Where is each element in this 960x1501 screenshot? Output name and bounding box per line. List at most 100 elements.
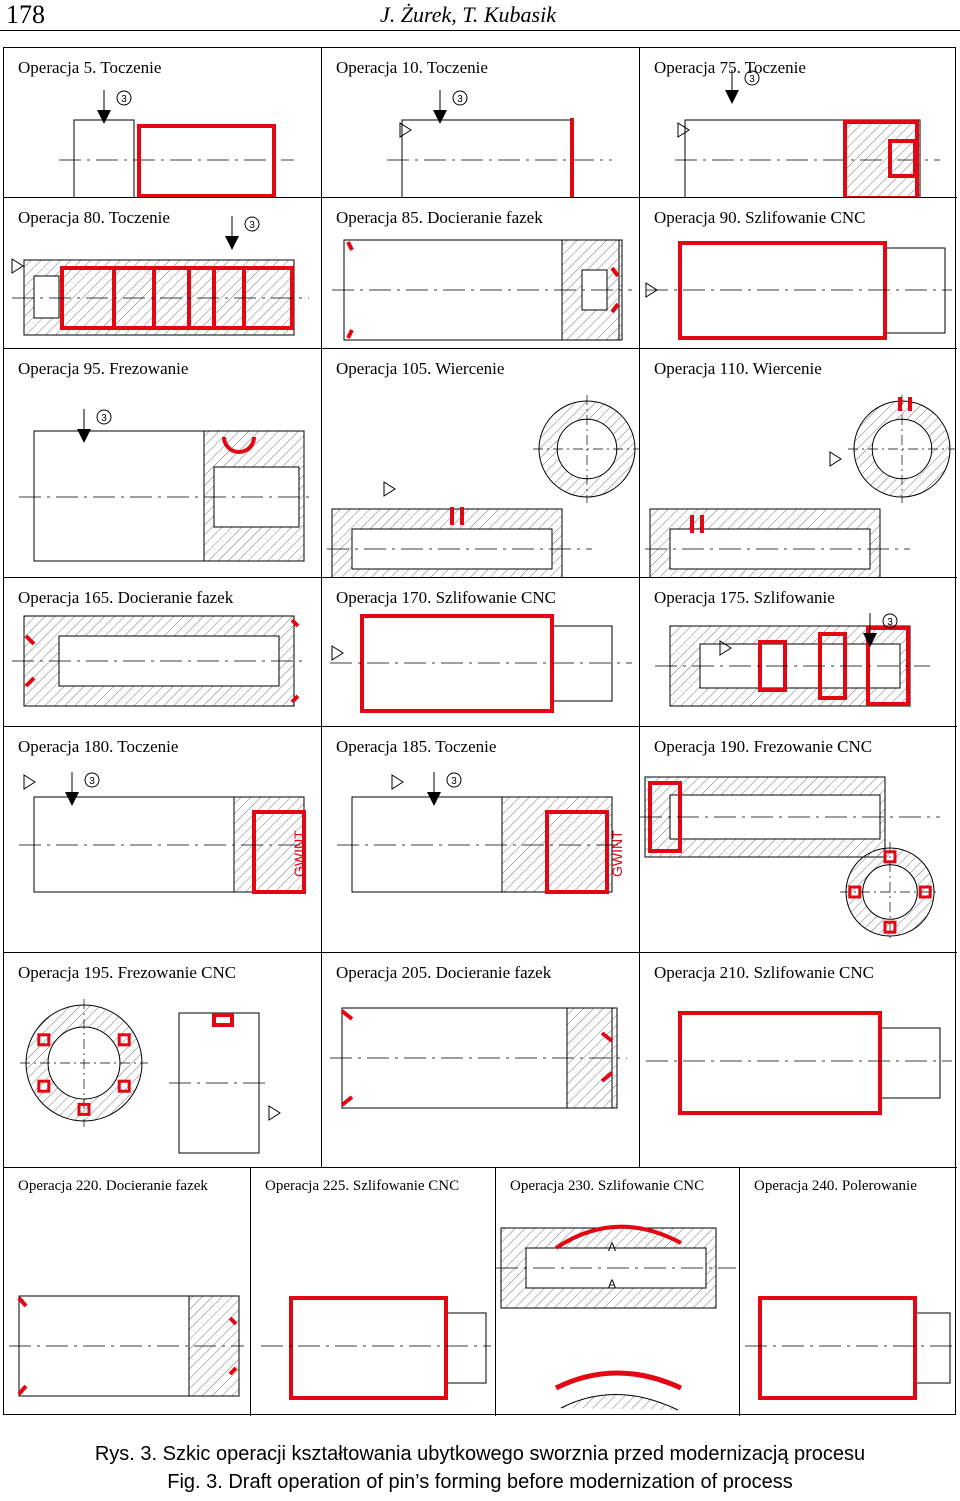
operation-label: Operacja 210. Szlifowanie CNC xyxy=(654,963,874,982)
operation-sketch xyxy=(640,776,940,942)
machined-surface xyxy=(346,329,354,339)
machined-surface xyxy=(600,1071,614,1083)
roughness-value: 3 xyxy=(451,776,457,787)
page-number: 178 xyxy=(6,0,45,29)
header-rule xyxy=(0,30,960,31)
machined-surface xyxy=(545,810,609,894)
operation-label: Operacja 85. Docieranie fazek xyxy=(336,208,543,227)
operation-cell: Operacja 105. Wiercenie xyxy=(322,349,640,578)
operation-label: Operacja 230. Szlifowanie CNC xyxy=(510,1178,705,1194)
machined-surface xyxy=(758,1296,917,1400)
operation-label: Operacja 165. Docieranie fazek xyxy=(18,588,234,607)
roughness-symbol-icon: 3 xyxy=(65,772,100,806)
caption-polish: Rys. 3. Szkic operacji kształtowania uby… xyxy=(94,1443,866,1465)
thread-label: GWINT xyxy=(291,830,307,877)
machined-surface xyxy=(888,139,917,178)
operation-cell: GWINT 3 Operacja 180. Toczenie xyxy=(4,727,322,953)
operation-label: Operacja 10. Toczenie xyxy=(336,58,488,77)
operation-sketch: AAPrzekrój A-A xyxy=(496,1224,736,1411)
operation-label: Operacja 75. Toczenie xyxy=(654,58,806,77)
operation-sketch xyxy=(20,999,281,1154)
machined-surface xyxy=(17,1384,28,1396)
operation-label: Operacja 240. Polerowanie xyxy=(754,1178,917,1194)
machined-surface xyxy=(610,302,620,314)
operation-sketch: GWINT 3 xyxy=(19,772,307,894)
operation-cell: 3 Operacja 175. Szlifowanie xyxy=(640,578,957,727)
roughness-symbol-icon: 3 xyxy=(863,613,898,647)
milled-slot xyxy=(37,1033,51,1047)
operation-sketch xyxy=(9,1295,244,1397)
operation-sketch: 3 xyxy=(655,613,930,707)
operation-label: Operacja 5. Toczenie xyxy=(18,58,162,77)
roughness-symbol-icon: 3 xyxy=(97,90,132,124)
operation-label: Operacja 185. Toczenie xyxy=(336,737,497,756)
operation-label: Operacja 180. Toczenie xyxy=(18,737,179,756)
roughness-value: 3 xyxy=(89,776,95,787)
operation-cell: Operacja 210. Szlifowanie CNC xyxy=(640,953,957,1168)
roughness-symbol-icon: 3 xyxy=(725,70,760,104)
operation-cell: 3 Operacja 5. Toczenie xyxy=(4,48,322,198)
support-triangle-icon xyxy=(383,481,396,497)
support-triangle-icon xyxy=(645,282,658,298)
operation-cell: Operacja 240. Polerowanie xyxy=(740,1168,957,1416)
support-triangle-icon xyxy=(11,258,24,274)
machined-surface xyxy=(289,1296,448,1400)
machined-surface xyxy=(360,614,554,713)
machined-surface xyxy=(340,1095,354,1107)
operation-sketch xyxy=(330,1007,627,1109)
operation-cell: Operacja 205. Docieranie fazek xyxy=(322,953,640,1168)
machined-surface xyxy=(290,694,300,704)
operation-cell: Operacja 110. Wiercenie xyxy=(640,349,957,578)
machined-surface xyxy=(252,810,306,894)
operation-sketch xyxy=(330,614,632,713)
roughness-symbol-icon: 3 xyxy=(77,409,112,443)
operation-sketch xyxy=(327,395,639,577)
machined-surface xyxy=(610,266,620,278)
operation-sketch: 3 xyxy=(387,90,612,197)
section-mark: A xyxy=(608,1277,616,1291)
operation-cell: Operacja 225. Szlifowanie CNC xyxy=(251,1168,496,1416)
milled-slot xyxy=(883,850,897,864)
machined-surface xyxy=(290,618,300,628)
operation-label: Operacja 175. Szlifowanie xyxy=(654,588,835,607)
roughness-value: 3 xyxy=(121,94,127,105)
operation-sketch xyxy=(12,615,304,707)
operation-label: Operacja 105. Wiercenie xyxy=(336,359,505,378)
machined-surface xyxy=(137,124,276,197)
section-mark: A xyxy=(608,1240,616,1254)
milled-slot xyxy=(883,920,897,934)
end-view-ring xyxy=(20,999,148,1127)
machined-surface xyxy=(24,676,36,688)
roughness-symbol-icon: 3 xyxy=(427,772,462,806)
operation-cell: Operacja 195. Frezowanie CNC xyxy=(4,953,322,1168)
roughness-value: 3 xyxy=(749,74,755,85)
machined-surface xyxy=(24,634,36,646)
ground-surface xyxy=(554,1370,683,1391)
machined-surface xyxy=(228,1366,238,1376)
operation-cell: Operacja 90. Szlifowanie CNC xyxy=(640,198,957,349)
milled-slot xyxy=(918,885,932,899)
roughness-value: 3 xyxy=(249,220,255,231)
operation-sketch: 3 xyxy=(19,409,309,562)
machined-surface xyxy=(340,1009,354,1021)
support-triangle-icon xyxy=(829,451,842,467)
operation-label: Operacja 220. Docieranie fazek xyxy=(18,1178,208,1194)
milled-slot xyxy=(77,1102,91,1116)
operation-sketch xyxy=(745,1296,955,1400)
machined-surface xyxy=(346,241,354,251)
machined-surface xyxy=(678,241,887,340)
operation-label: Operacja 110. Wiercenie xyxy=(654,359,822,378)
running-header-authors: J. Żurek, T. Kubasik xyxy=(380,2,556,27)
operation-cell: 3 Operacja 10. Toczenie xyxy=(322,48,640,198)
ground-surface xyxy=(554,1224,682,1250)
machined-surface xyxy=(228,1316,238,1326)
milled-slot xyxy=(117,1033,131,1047)
support-triangle-icon xyxy=(268,1105,281,1121)
milled-slot xyxy=(37,1079,51,1093)
end-view-ring xyxy=(848,395,956,503)
operation-cell: Operacja 165. Docieranie fazek xyxy=(4,578,322,727)
